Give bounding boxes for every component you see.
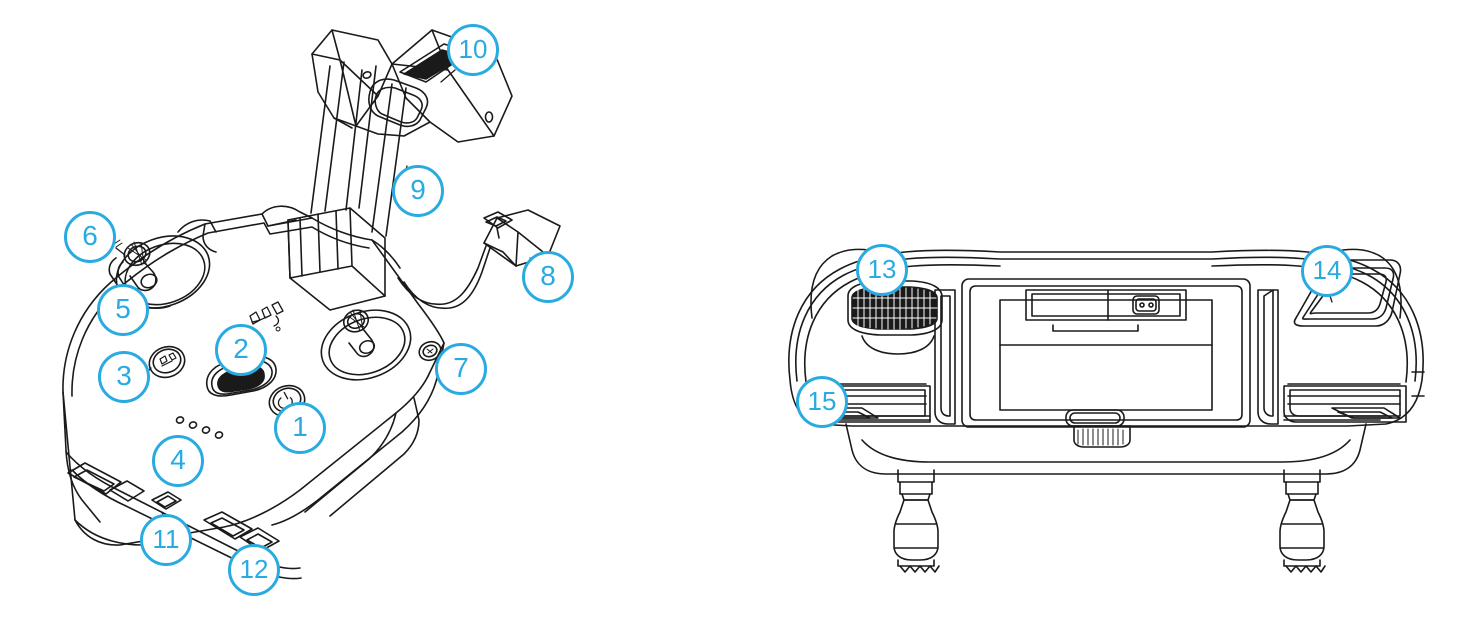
rc-cable — [397, 209, 561, 310]
lanyard-hole — [418, 340, 442, 362]
callout-number: 12 — [239, 554, 269, 584]
callout-4-battery-level-leds[interactable]: 4 — [152, 435, 204, 487]
callout-9-mobile-device-clamp-arm[interactable]: 9 — [392, 165, 444, 217]
callout-7-lanyard-hole[interactable]: 7 — [435, 343, 487, 395]
battery-level-leds — [175, 416, 224, 439]
callout-1-power-button[interactable]: 1 — [274, 402, 326, 454]
right-control-stick — [342, 309, 376, 358]
callout-number: 3 — [116, 360, 132, 391]
callout-number: 8 — [540, 260, 556, 291]
callout-number: 1 — [292, 411, 308, 442]
dji-logo — [249, 301, 284, 327]
control-stick-foot-left — [893, 469, 940, 573]
callout-12-rc-cable-port[interactable]: 12 — [228, 544, 280, 596]
callout-number: 10 — [458, 34, 488, 64]
callout-number: 7 — [453, 352, 469, 383]
photo-video-icon — [159, 352, 177, 367]
callout-14-antenna-recess[interactable]: 14 — [1301, 245, 1353, 297]
callout-6-control-stick[interactable]: 6 — [64, 211, 116, 263]
callout-number: 14 — [1312, 255, 1342, 285]
callout-number: 5 — [115, 293, 131, 324]
controller-bottom-body — [788, 248, 1425, 573]
right-stick-well — [320, 309, 412, 381]
callout-number: 13 — [867, 254, 897, 284]
callout-3-photo-video-button[interactable]: 3 — [98, 351, 150, 403]
callout-13-gimbal-dial[interactable]: 13 — [856, 244, 908, 296]
control-stick-foot-right — [1279, 469, 1326, 573]
callout-2-flight-mode-switch[interactable]: 2 — [215, 324, 267, 376]
callout-number: 2 — [233, 333, 249, 364]
callout-15-heat-vent[interactable]: 15 — [796, 376, 848, 428]
callout-11-usb-c-port[interactable]: 11 — [140, 514, 192, 566]
callout-5-control-stick-storage[interactable]: 5 — [97, 284, 149, 336]
photo-video-button — [148, 345, 186, 379]
callout-number: 15 — [807, 386, 837, 416]
callout-number: 9 — [410, 174, 426, 205]
callout-number: 11 — [152, 524, 180, 554]
callout-number: 4 — [170, 444, 186, 475]
leader-lines — [115, 69, 1333, 550]
callout-8-rc-cable-connector[interactable]: 8 — [522, 251, 574, 303]
callout-number: 6 — [82, 220, 98, 251]
callout-10-mobile-device-clamp[interactable]: 10 — [447, 24, 499, 76]
